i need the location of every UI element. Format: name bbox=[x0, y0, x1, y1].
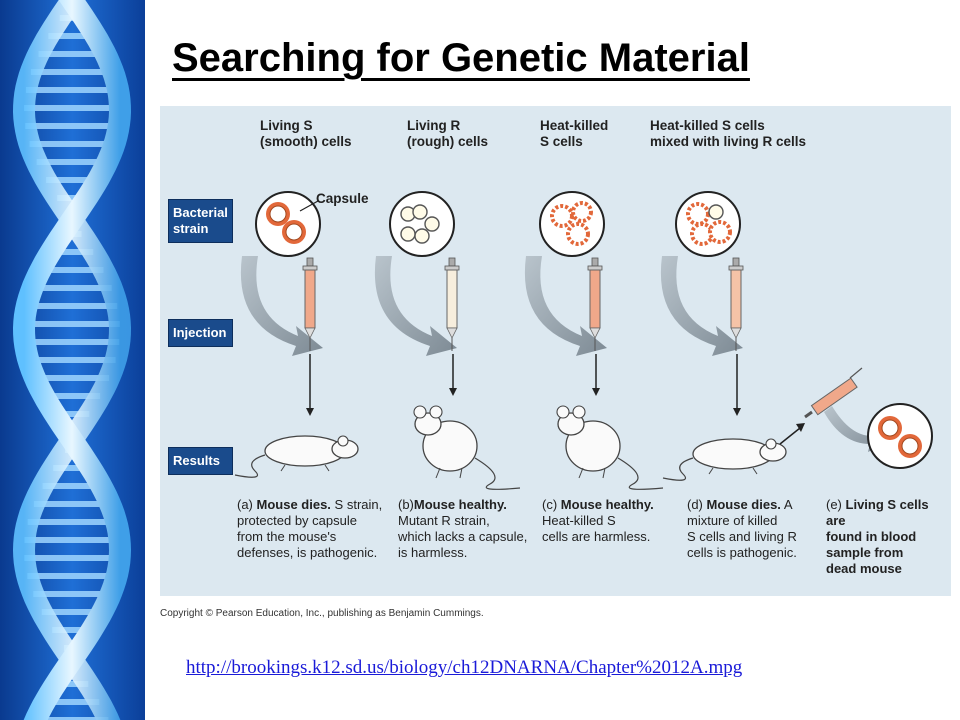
bacterium-cell bbox=[285, 223, 303, 241]
bacterium-cell bbox=[400, 226, 416, 242]
bacterium-cell bbox=[424, 216, 440, 232]
arrow-to-syringe bbox=[779, 427, 801, 445]
mouse-ear bbox=[337, 435, 349, 447]
result-d: (d) Mouse dies. A mixture of killed S ce… bbox=[687, 497, 797, 560]
column-header-mixed: Heat-killed S cells mixed with living R … bbox=[650, 118, 807, 149]
syringe-barrel bbox=[304, 269, 316, 329]
syringe-tip bbox=[589, 327, 601, 339]
heat-killed-cell bbox=[708, 220, 732, 244]
syringe-flange bbox=[587, 265, 603, 271]
mouse-leg bbox=[602, 467, 606, 479]
syringe-plunger bbox=[306, 257, 314, 267]
flow-arrow bbox=[524, 256, 607, 356]
mouse-leg bbox=[708, 467, 714, 475]
mouse-body-healthy bbox=[565, 420, 621, 472]
mouse-ear bbox=[765, 438, 777, 450]
syringe-flange bbox=[302, 265, 318, 271]
row-label-bacterial-strain: Bacterial strain bbox=[168, 199, 233, 243]
bacterium-cell bbox=[414, 228, 430, 244]
result-e: (e) Living S cells are found in blood sa… bbox=[826, 497, 929, 576]
down-arrow-head bbox=[592, 388, 600, 396]
syringe-tip bbox=[304, 327, 316, 339]
experiment-figure-panel: Living S (smooth) cells Living R (rough)… bbox=[160, 106, 951, 596]
mouse-leg bbox=[578, 467, 584, 479]
mouse-head bbox=[414, 412, 442, 436]
griffith-experiment-diagram bbox=[234, 191, 933, 490]
syringe-flange bbox=[444, 265, 460, 271]
column-header-living-s: Living S (smooth) cells bbox=[260, 118, 352, 149]
dna-helix-graphic bbox=[0, 0, 145, 720]
blood-syringe-barrel bbox=[810, 377, 858, 416]
result-b: (b)Mouse healthy. Mutant R strain, which… bbox=[398, 497, 528, 560]
result-a: (a) Mouse dies. S strain, protected by c… bbox=[237, 497, 383, 560]
capsule-label: Capsule bbox=[316, 191, 369, 206]
down-arrow-head bbox=[306, 408, 314, 416]
bacterium-cell bbox=[269, 205, 287, 223]
row-label-injection: Injection bbox=[168, 319, 233, 347]
syringe-tip bbox=[730, 327, 742, 339]
bacterium-cell bbox=[901, 437, 919, 455]
mouse-head bbox=[557, 412, 585, 436]
video-link[interactable]: http://brookings.k12.sd.us/biology/ch12D… bbox=[186, 657, 743, 678]
mouse-tail bbox=[617, 457, 664, 490]
syringe-flange bbox=[728, 265, 744, 271]
syringe-plunger bbox=[591, 257, 599, 267]
arrow-head bbox=[796, 423, 805, 432]
mouse-leg bbox=[435, 467, 441, 479]
heat-killed-cell bbox=[550, 204, 574, 228]
mouse-ear bbox=[556, 405, 570, 419]
mouse-ear bbox=[429, 405, 443, 419]
bacterium-cell bbox=[708, 204, 724, 220]
syringe-plunger bbox=[448, 257, 456, 267]
mouse-leg bbox=[280, 464, 286, 472]
blood-syringe-plunger bbox=[804, 410, 813, 419]
mouse-body-healthy bbox=[422, 420, 478, 472]
blood-sample-dish bbox=[867, 403, 933, 469]
mouse-ear bbox=[413, 405, 427, 419]
syringe-barrel bbox=[446, 269, 458, 329]
column-header-heat-killed-s: Heat-killed S cells bbox=[540, 118, 609, 149]
mouse-tail bbox=[474, 457, 521, 490]
column-header-living-r: Living R (rough) cells bbox=[407, 118, 489, 149]
heat-killed-cell bbox=[566, 222, 590, 246]
syringe-tip bbox=[446, 327, 458, 339]
down-arrow-head bbox=[733, 408, 741, 416]
flow-arrow bbox=[374, 256, 457, 356]
syringe-barrel bbox=[589, 269, 601, 329]
bacterium-cell bbox=[412, 204, 428, 220]
mouse-leg bbox=[459, 467, 463, 479]
syringe-plunger bbox=[732, 257, 740, 267]
capsule-pointer bbox=[299, 200, 319, 212]
slide-title: Searching for Genetic Material bbox=[172, 36, 750, 80]
bacterium-cell bbox=[881, 419, 899, 437]
flow-arrow bbox=[660, 256, 743, 356]
down-arrow-head bbox=[449, 388, 457, 396]
heat-killed-cell bbox=[686, 202, 710, 226]
mouse-leg bbox=[752, 467, 758, 475]
flow-arrow bbox=[240, 256, 323, 356]
copyright-notice: Copyright © Pearson Education, Inc., pub… bbox=[160, 608, 484, 619]
mouse-tail bbox=[234, 454, 266, 478]
mouse-tail bbox=[662, 457, 694, 481]
mouse-leg bbox=[324, 464, 330, 472]
syringe-barrel bbox=[730, 269, 742, 329]
mouse-ear bbox=[572, 405, 586, 419]
blood-syringe-needle bbox=[849, 367, 863, 379]
heat-killed-cell bbox=[690, 222, 714, 246]
result-c: (c) Mouse healthy. Heat-killed S cells a… bbox=[542, 497, 654, 544]
row-label-results: Results bbox=[168, 447, 233, 475]
culture-dish bbox=[389, 191, 455, 257]
heat-killed-cell bbox=[571, 201, 593, 223]
